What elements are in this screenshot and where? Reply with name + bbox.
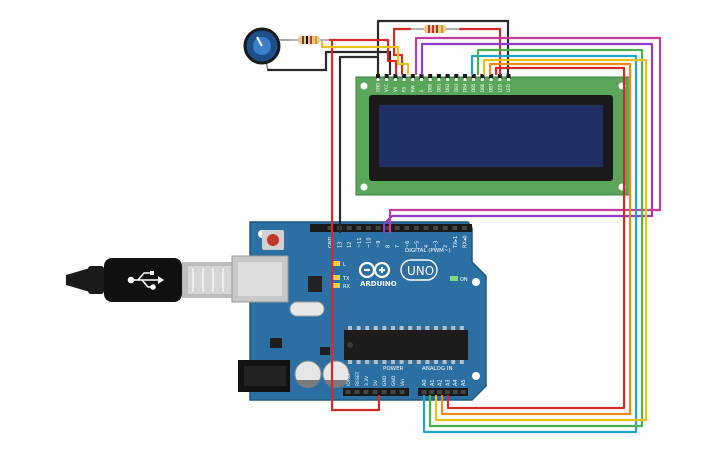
lcd-pin-label: DB3 bbox=[454, 83, 459, 92]
lcd-pin-label: V0 bbox=[393, 86, 398, 92]
wire-yellow-db6 bbox=[434, 58, 648, 422]
analog-pin-label: A2 bbox=[438, 379, 444, 386]
lcd-pin-label: DB5 bbox=[471, 83, 476, 92]
usb-chip bbox=[308, 276, 322, 292]
digital-pin-label: TX▸1 bbox=[453, 236, 459, 249]
usb-icon bbox=[127, 271, 164, 290]
power-pin-label: IOREF bbox=[346, 372, 352, 386]
power-pin-label: RESET bbox=[355, 371, 361, 386]
analog-pin-label: A1 bbox=[430, 379, 436, 386]
digital-pin-label: ~6 bbox=[405, 241, 411, 248]
analog-pin-label: A4 bbox=[453, 379, 459, 386]
power-pin-label: 3.3V bbox=[364, 375, 370, 386]
power-pin-label: Vin bbox=[400, 379, 406, 386]
power-header[interactable] bbox=[343, 388, 409, 396]
digital-pin-label: 13 bbox=[338, 242, 344, 248]
lcd-pin-label: VCC bbox=[384, 83, 389, 92]
power-header-label: POWER bbox=[383, 366, 404, 372]
lcd-pin-label: DB6 bbox=[480, 83, 485, 92]
wire-purple-rs bbox=[382, 42, 654, 234]
on-label: ON bbox=[460, 277, 468, 283]
lcd-pin-label: DB7 bbox=[489, 83, 494, 92]
analog-pin-label: A0 bbox=[422, 379, 428, 386]
arduino-logo-icon bbox=[358, 261, 391, 279]
wire-yellow-v0 bbox=[320, 40, 410, 76]
atmega-chip bbox=[344, 326, 468, 364]
resistor-1[interactable] bbox=[290, 36, 330, 44]
lcd-pin-label: DB4 bbox=[463, 83, 468, 92]
digital-pin-label: ~9 bbox=[376, 241, 382, 248]
uno-badge bbox=[400, 259, 438, 281]
l-label: L bbox=[343, 262, 346, 268]
analog-header[interactable] bbox=[418, 388, 468, 396]
analog-pin-label: A3 bbox=[445, 379, 451, 386]
analog-pin-label: A5 bbox=[461, 379, 467, 386]
wire-cyan-db4 bbox=[422, 54, 638, 434]
digital-header-label: DIGITAL (PWM~) bbox=[405, 248, 451, 254]
wire-red-loop bbox=[330, 38, 381, 412]
digital-pin-label: 8 bbox=[386, 245, 392, 248]
digital-pin-label: RX◂0 bbox=[462, 235, 468, 248]
wire-black-pot bbox=[266, 50, 392, 76]
arduino-logo-text: ARDUINO bbox=[360, 280, 397, 288]
potentiometer[interactable] bbox=[243, 27, 290, 71]
digital-pin-label: ~11 bbox=[357, 237, 363, 248]
digital-pin-label: 12 bbox=[347, 242, 353, 248]
wires bbox=[266, 19, 662, 434]
power-pin-label: 5V bbox=[373, 379, 379, 386]
wire-red-analog bbox=[446, 66, 626, 410]
lcd-pin-label: E bbox=[419, 89, 424, 92]
lcd-pin-label: DB2 bbox=[445, 83, 450, 92]
lcd-screen bbox=[379, 105, 603, 167]
lcd-pin-label: DB1 bbox=[436, 83, 441, 92]
digital-pin-label: ~10 bbox=[366, 237, 372, 248]
tx-label: TX bbox=[342, 276, 350, 282]
usb-cable[interactable] bbox=[66, 258, 240, 302]
analog-header-label: ANALOG IN bbox=[422, 366, 453, 372]
wire-red-led bbox=[458, 27, 502, 76]
lcd-pin-label: GND bbox=[376, 83, 381, 92]
digital-pin-label: 2 bbox=[443, 245, 449, 248]
l-led bbox=[332, 261, 340, 266]
uno-label: UNO bbox=[407, 264, 434, 278]
tx-led bbox=[332, 275, 340, 280]
lcd-pin-label: RW bbox=[410, 85, 415, 92]
lcd-pin-label: LED bbox=[506, 84, 511, 92]
digital-pin-label: ~5 bbox=[414, 241, 420, 248]
lcd-pin-header[interactable] bbox=[376, 74, 511, 81]
lcd-pin-label: RS bbox=[402, 86, 407, 92]
wire-red-5v bbox=[328, 38, 398, 76]
wire-green-db5 bbox=[428, 48, 644, 428]
crystal bbox=[289, 301, 325, 317]
wire-magenta-e bbox=[388, 36, 662, 234]
power-pin-label: GND bbox=[391, 375, 397, 386]
power-pin-label: GND bbox=[382, 375, 388, 386]
on-led bbox=[450, 276, 458, 281]
lcd-pin-label: DB0 bbox=[428, 83, 433, 92]
resistor-2[interactable] bbox=[410, 25, 460, 33]
wire-red-resistor bbox=[392, 27, 412, 76]
wire-orange-db7 bbox=[440, 62, 632, 416]
rx-label: RX bbox=[343, 284, 350, 290]
digital-pin-label: 4 bbox=[424, 245, 430, 248]
lcd-pin-label: LED bbox=[497, 84, 502, 92]
digital-pin-label: ~3 bbox=[434, 241, 440, 248]
rx-led bbox=[332, 283, 340, 288]
wire-black-gnd bbox=[338, 55, 380, 234]
digital-pin-label: 7 bbox=[395, 245, 401, 248]
